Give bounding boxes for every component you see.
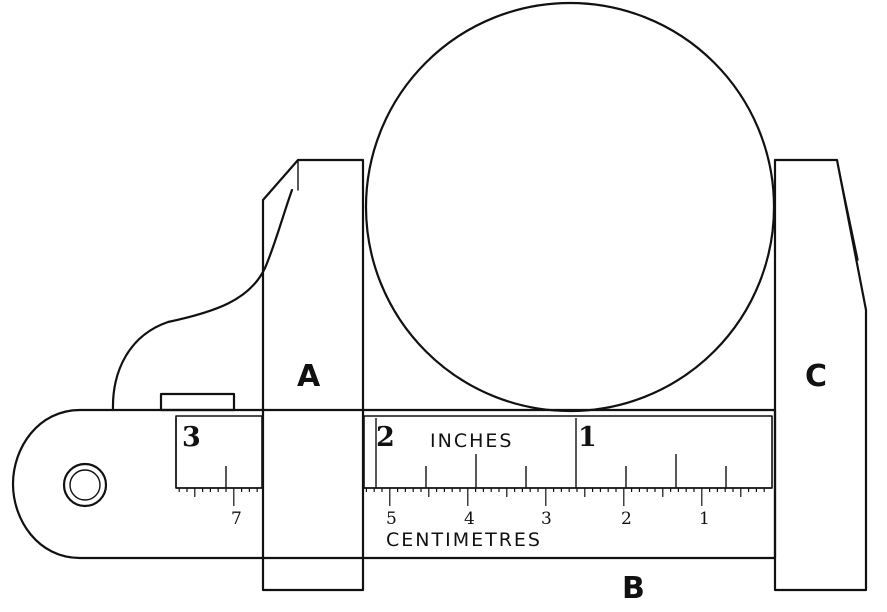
jaw-c [773,158,868,592]
label-jaw-c: C [805,359,827,394]
handle-curve [111,188,294,412]
eye-hole-inner [69,469,101,501]
label-beam-b: B [622,571,645,606]
cm-number-5: 5 [386,509,397,529]
centimetres-label: CENTIMETRES [386,529,542,551]
eye-hole-outer [62,462,108,508]
scale-ticks [175,418,772,506]
thumb-block [159,392,236,412]
cm-number-3: 3 [541,509,552,529]
cm-number-7: 7 [231,509,242,529]
inch-number-3: 3 [182,422,201,453]
cm-number-2: 2 [621,509,632,529]
inches-label: INCHES [430,430,513,452]
inch-number-1: 1 [578,422,597,453]
cm-number-1: 1 [699,509,710,529]
inch-number-2: 2 [376,422,395,453]
label-jaw-a: A [297,359,321,394]
beam-bar [11,408,777,560]
cm-number-4: 4 [464,509,475,529]
measured-sphere [364,1,776,413]
jaw-a [261,158,365,592]
scale-panel-right [363,415,773,489]
